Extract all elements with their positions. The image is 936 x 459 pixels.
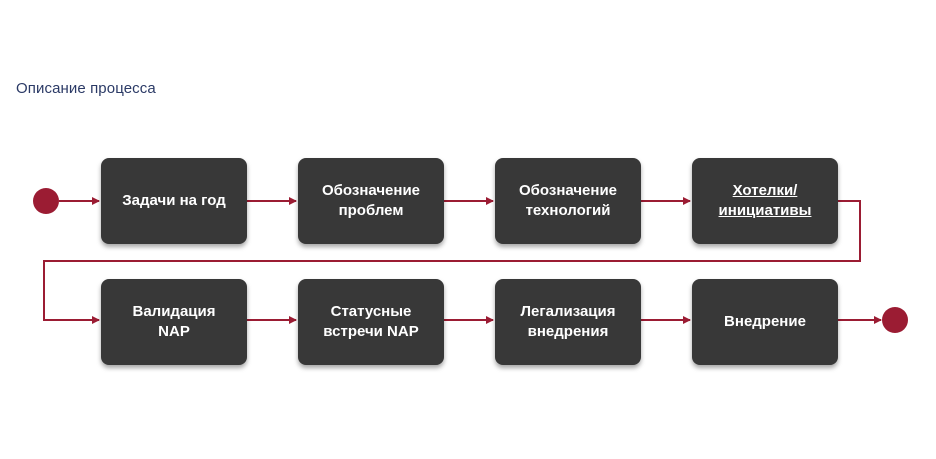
page-title: Описание процесса <box>16 80 156 97</box>
end-node <box>882 307 908 333</box>
step-label: Легализация внедрения <box>520 303 616 340</box>
step-implementation-legalization: Легализация внедрения <box>495 279 641 365</box>
step-problem-definition: Обозначение проблем <box>298 158 444 244</box>
step-yearly-tasks: Задачи на год <box>101 158 247 244</box>
step-nap-validation: Валидация NAP <box>101 279 247 365</box>
step-label: Обозначение технологий <box>518 182 618 219</box>
arrow-step-4-to-step-5 <box>43 200 861 324</box>
step-label: Хотелки/ инициативы <box>718 182 812 219</box>
step-implementation: Внедрение <box>692 279 838 365</box>
step-wishes-initiatives: Хотелки/ инициативы <box>692 158 838 244</box>
step-label: Задачи на год <box>122 192 226 209</box>
step-label: Валидация NAP <box>132 303 216 340</box>
step-label: Статусные встречи NAP <box>323 303 419 340</box>
step-label: Обозначение проблем <box>321 182 421 219</box>
start-node <box>33 188 59 214</box>
step-nap-status-meetings: Статусные встречи NAP <box>298 279 444 365</box>
step-label: Внедрение <box>724 313 806 330</box>
step-technology-definition: Обозначение технологий <box>495 158 641 244</box>
